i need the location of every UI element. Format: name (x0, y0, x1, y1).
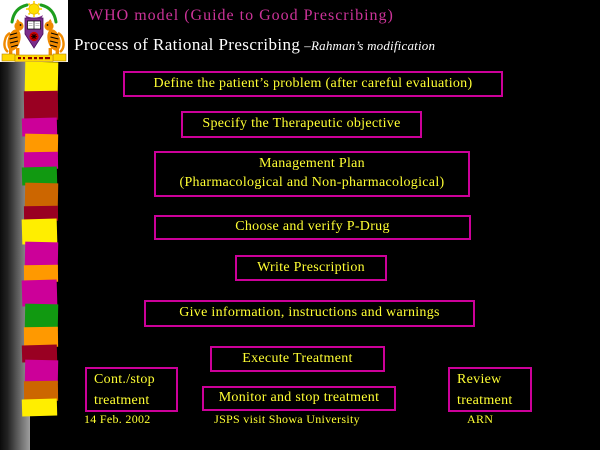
flow-box-define-problem: Define the patient’s problem (after care… (123, 71, 503, 97)
side-box-cont-stop-treatment: Cont./stop treatment (85, 367, 178, 412)
footer-event: JSPS visit Showa University (214, 412, 360, 426)
flow-box-management-plan: Management Plan (Pharmacological and Non… (154, 151, 470, 197)
slide-subtitle: Process of Rational Prescribing–Rahman’s… (74, 35, 435, 55)
tie-segment (24, 61, 59, 94)
tie-segment (21, 398, 58, 417)
flow-box-execute-treatment: Execute Treatment (210, 346, 385, 372)
shield (24, 17, 44, 49)
subtitle-annotation: –Rahman’s modification (304, 38, 436, 53)
tie-segment (21, 218, 58, 245)
pedestal-left (1, 53, 16, 62)
footer-author-initials: ARN (467, 412, 494, 426)
tie-segment (21, 279, 58, 307)
tie-segment (23, 90, 59, 121)
tie-segment (24, 303, 59, 330)
tie-segment (24, 359, 59, 384)
frond-right (39, 3, 58, 24)
footer-date: 14 Feb. 2002 (84, 412, 151, 426)
flow-box-specify-objective: Specify the Therapeutic objective (181, 111, 422, 138)
university-crest-emblem (0, 0, 68, 62)
tie-segment (24, 241, 59, 268)
flow-box-give-information: Give information, instructions and warni… (144, 300, 475, 327)
side-box-review-treatment: Review treatment (448, 367, 532, 412)
flow-box-monitor-stop-treatment: Monitor and stop treatment (202, 386, 396, 411)
sun-icon (26, 1, 42, 17)
subtitle-main: Process of Rational Prescribing (74, 35, 301, 54)
flow-box-write-prescription: Write Prescription (235, 255, 387, 281)
tie-segment (24, 182, 59, 209)
pedestal-right (52, 53, 67, 62)
flow-box-choose-pdrug: Choose and verify P-Drug (154, 215, 471, 240)
frond-left (10, 3, 29, 24)
tiger-right (44, 19, 65, 55)
crest-graphic (0, 0, 68, 62)
motto-banner (14, 54, 54, 62)
tiger-left (3, 19, 24, 55)
tie-strip (21, 61, 59, 450)
slide-title: WHO model (Guide to Good Prescribing) (88, 7, 394, 24)
